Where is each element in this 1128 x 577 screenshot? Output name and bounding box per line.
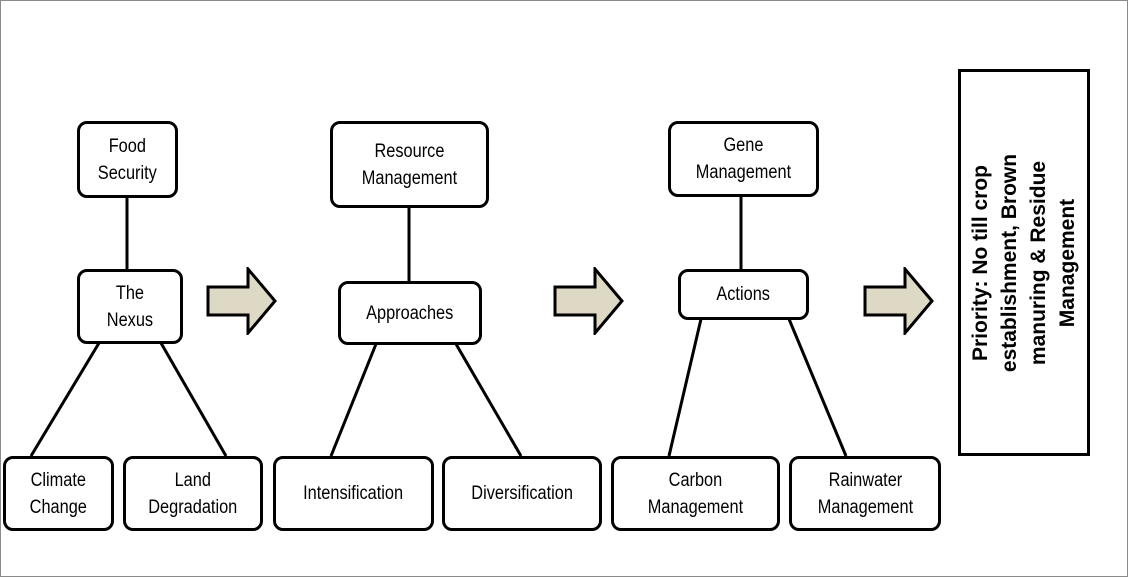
- node-resource-management-label: Resource Management: [361, 140, 458, 189]
- node-intensification: Intensification: [273, 456, 434, 531]
- node-approaches-label: Approaches: [366, 302, 454, 324]
- node-land-degradation: Land Degradation: [123, 456, 263, 531]
- block-arrow-right-icon: [863, 267, 934, 335]
- node-land-degradation-label: Land Degradation: [148, 469, 238, 518]
- node-actions-label: Actions: [716, 284, 771, 305]
- connector-approaches-diversification: [454, 343, 523, 457]
- priority-box: Priority: No till crop establishment, Br…: [958, 69, 1090, 456]
- node-rainwater-management-label: Rainwater Management: [817, 469, 913, 518]
- connector-approaches-intensification: [329, 343, 378, 457]
- node-climate-change: Climate Change: [3, 456, 114, 531]
- connector-nexus-land-degradation: [159, 342, 228, 457]
- node-resource-management: Resource Management: [330, 121, 489, 208]
- priority-text: Priority: No till crop establishment, Br…: [969, 153, 1079, 372]
- node-diversification-label: Diversification: [471, 483, 573, 504]
- node-gene-management: Gene Management: [668, 121, 819, 197]
- block-arrow-right-icon: [553, 267, 624, 335]
- node-food-security-label: Food Security: [97, 135, 158, 184]
- node-actions: Actions: [678, 269, 809, 320]
- connector-actions-carbon: [667, 318, 703, 457]
- node-diversification: Diversification: [442, 456, 602, 531]
- node-gene-management-label: Gene Management: [695, 135, 792, 183]
- node-food-security: Food Security: [77, 121, 178, 198]
- node-carbon-management-label: Carbon Management: [647, 469, 744, 518]
- block-arrow-right-icon: [206, 267, 277, 335]
- node-climate-change-label: Climate Change: [29, 469, 88, 518]
- connector-actions-rainwater: [787, 318, 848, 457]
- connector-nexus-climate-change: [29, 342, 101, 457]
- node-the-nexus: The Nexus: [77, 269, 183, 344]
- node-the-nexus-label: The Nexus: [106, 282, 154, 331]
- node-rainwater-management: Rainwater Management: [789, 456, 941, 531]
- node-intensification-label: Intensification: [303, 483, 404, 504]
- node-approaches: Approaches: [338, 281, 482, 345]
- node-carbon-management: Carbon Management: [611, 456, 780, 531]
